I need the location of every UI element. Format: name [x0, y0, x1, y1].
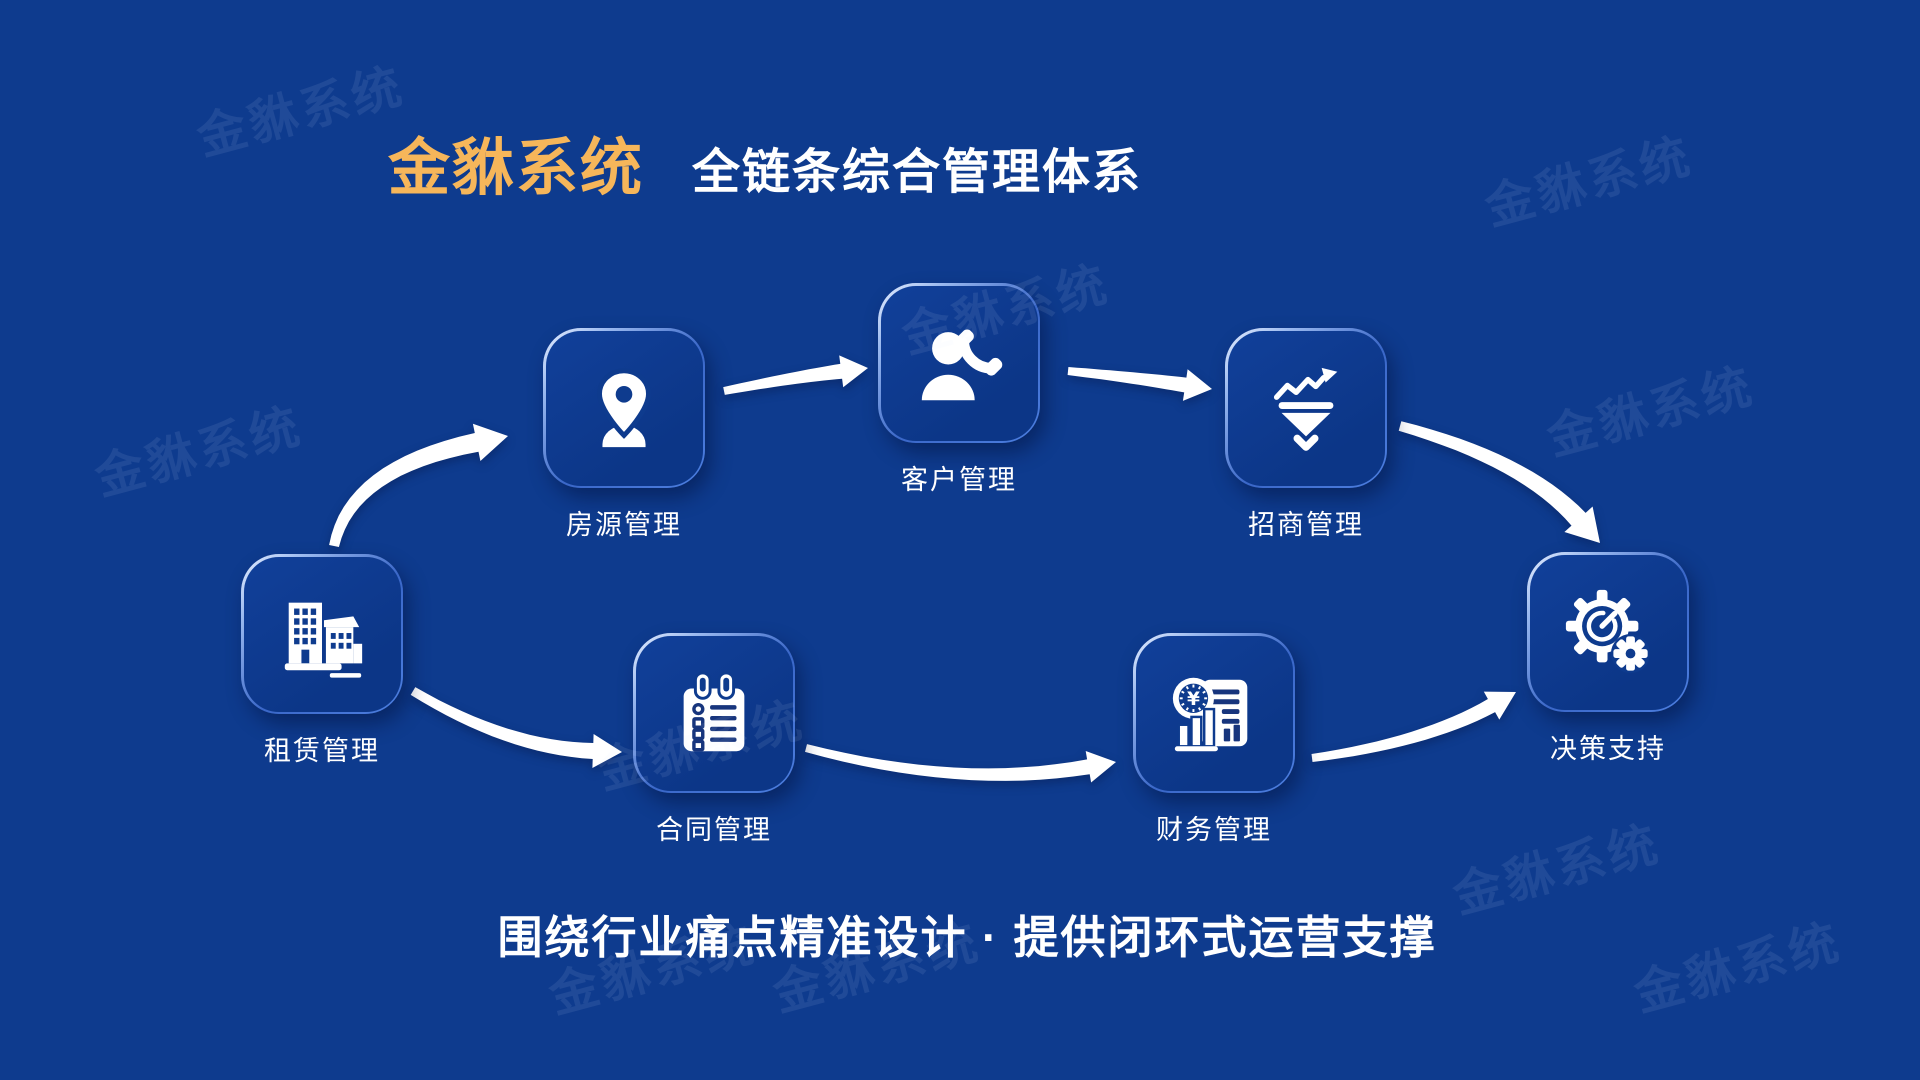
contract-checklist-icon	[683, 671, 745, 752]
node-label-decision: 决策支持	[1550, 734, 1666, 764]
investment-box-inner	[1227, 330, 1385, 486]
node-label-customer: 客户管理	[901, 465, 1017, 495]
customer-management-box	[878, 283, 1040, 443]
page-subtitle: 全链条综合管理体系	[692, 146, 1143, 199]
node-decision-support: 决策支持	[1527, 552, 1689, 766]
node-investment-management: 招商管理	[1225, 328, 1387, 542]
node-rental-management: 租赁管理	[241, 554, 403, 768]
contract-management-box	[633, 633, 795, 793]
location-pin-person-icon	[597, 368, 651, 448]
customer-box-inner	[880, 285, 1038, 441]
finance-yuan-chart-icon: ¥	[1172, 677, 1248, 752]
node-label-contract: 合同管理	[656, 815, 772, 845]
decision-support-box	[1527, 552, 1689, 712]
arrow-property-to-customer	[723, 355, 868, 395]
rental-management-box	[241, 554, 403, 714]
property-management-box	[543, 328, 705, 488]
arrow-investment-to-decision	[1398, 421, 1600, 543]
bottom-tagline: 围绕行业痛点精准设计 · 提供闭环式运营支撑	[497, 912, 1437, 963]
rental-box-inner	[243, 556, 401, 712]
node-finance-management: ¥ 财务管理	[1133, 633, 1295, 847]
customer-phone-icon	[921, 329, 1003, 401]
node-label-finance: 财务管理	[1156, 815, 1272, 845]
node-customer-management: 客户管理	[878, 283, 1040, 497]
arrow-rental-to-contract	[410, 687, 622, 768]
property-box-inner	[545, 330, 703, 486]
arrow-customer-to-investment	[1067, 367, 1212, 401]
svg-text:¥: ¥	[1187, 689, 1200, 710]
node-label-rental: 租赁管理	[264, 736, 380, 766]
gauge-gear-icon	[1565, 589, 1651, 674]
node-contract-management: 合同管理	[633, 633, 795, 847]
finance-management-box: ¥	[1133, 633, 1295, 793]
brand-title: 金貅系统	[388, 134, 645, 203]
decision-box-inner	[1529, 554, 1687, 710]
finance-box-inner: ¥	[1135, 635, 1293, 791]
investment-management-box	[1225, 328, 1387, 488]
contract-box-inner	[635, 635, 793, 791]
node-label-investment: 招商管理	[1248, 510, 1364, 540]
header: 金貅系统 全链条综合管理体系	[388, 138, 1142, 200]
arrow-rental-to-property	[329, 423, 508, 547]
funnel-trend-icon	[1273, 367, 1338, 451]
building-icon	[284, 602, 363, 678]
arrow-contract-to-finance	[805, 744, 1116, 783]
node-property-management: 房源管理	[543, 328, 705, 542]
arrow-finance-to-decision	[1311, 691, 1516, 762]
node-label-property: 房源管理	[566, 510, 682, 540]
